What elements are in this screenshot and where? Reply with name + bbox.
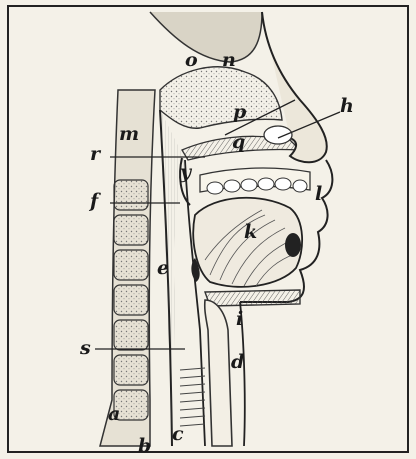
label-l: l [315, 183, 322, 205]
nasal-cavity-tissue [160, 67, 282, 128]
label-k: k [244, 221, 257, 243]
tongue-tip [285, 233, 301, 257]
larynx-trachea [180, 300, 232, 446]
label-q: q [232, 131, 245, 153]
label-a: a [108, 403, 120, 425]
label-m: m [119, 123, 139, 145]
mandible [205, 290, 300, 306]
label-f: f [88, 190, 101, 212]
label-r: r [90, 143, 102, 165]
label-i: i [236, 308, 243, 330]
upper-teeth [200, 168, 310, 194]
label-h: h [340, 95, 354, 117]
label-c: c [172, 423, 184, 445]
label-e: e [157, 257, 169, 279]
label-n: n [222, 49, 236, 71]
label-p: p [233, 101, 247, 123]
nostril-opening [264, 126, 292, 144]
label-b: b [138, 435, 151, 457]
label-s: s [79, 337, 91, 359]
label-y: y [179, 161, 193, 183]
label-d: d [231, 351, 244, 373]
label-o: o [185, 49, 198, 71]
